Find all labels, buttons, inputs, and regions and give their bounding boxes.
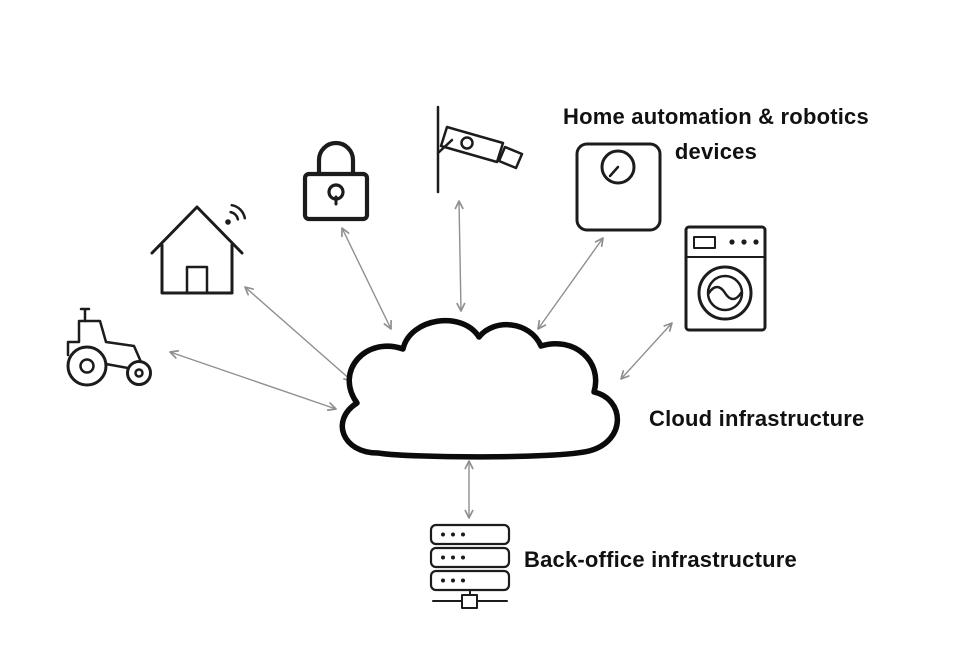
washer-water-wave xyxy=(707,285,743,301)
server-leds xyxy=(441,532,465,583)
wifi-arc-large xyxy=(230,203,247,220)
washer-drum xyxy=(697,265,753,321)
network-node xyxy=(461,594,478,609)
washing-machine-icon xyxy=(684,225,767,332)
arrow-scale-cloud xyxy=(537,237,604,330)
back-office-label: Back-office infrastructure xyxy=(524,547,797,572)
cloud-icon xyxy=(339,317,621,460)
cctv-camera-icon xyxy=(436,105,524,194)
wifi-dot xyxy=(225,219,231,225)
arrow-tractor-cloud xyxy=(169,350,337,411)
tractor-icon xyxy=(66,307,152,387)
smart-home-wifi-icon xyxy=(150,203,247,295)
weight-scale-icon xyxy=(575,142,662,232)
arrow-camera-cloud xyxy=(454,200,466,312)
scale-needle xyxy=(608,165,620,178)
padlock-icon xyxy=(302,140,370,222)
server-rack-icon xyxy=(429,523,511,609)
arrow-lock-cloud xyxy=(341,227,392,330)
wifi-arc-small xyxy=(229,210,240,221)
arrow-home-cloud xyxy=(244,286,353,382)
cloud-label: Cloud infrastructure xyxy=(649,406,865,431)
connector-arrows xyxy=(169,200,673,519)
devices-group-label: Home automation & robotics devices xyxy=(563,104,869,164)
arrow-washer-cloud xyxy=(620,322,673,380)
